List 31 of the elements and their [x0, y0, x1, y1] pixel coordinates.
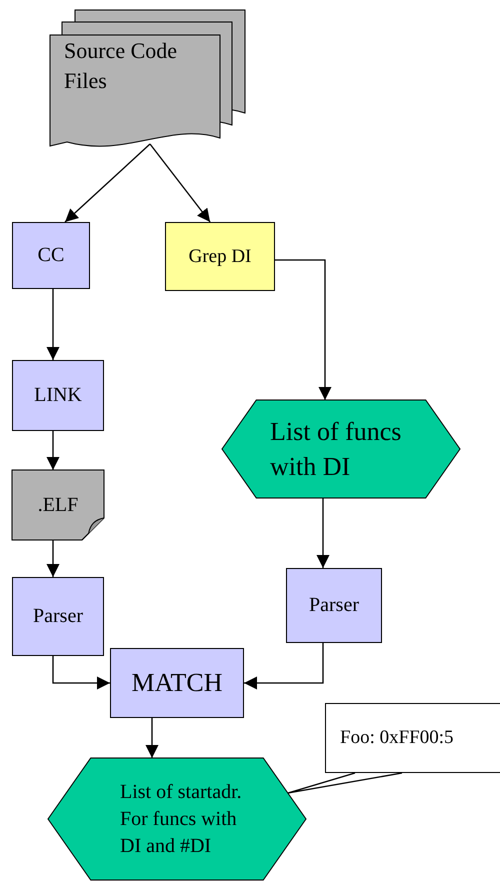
arrow — [149, 144, 211, 222]
arrow — [244, 643, 324, 690]
arrow — [46, 289, 60, 360]
process-box — [12, 360, 104, 431]
callout-box — [325, 703, 500, 773]
process-box — [110, 648, 244, 718]
node-label: MATCH — [131, 667, 222, 700]
arrow — [316, 498, 330, 568]
process-box — [286, 568, 382, 643]
node-label: Foo: 0xFF00:5 — [340, 726, 454, 750]
document-shape — [12, 470, 104, 540]
node-label: Source Code Files — [64, 37, 178, 95]
node-label: List of startadr. For funcs with DI and #DI — [120, 780, 243, 858]
arrow — [64, 144, 150, 222]
node-label: List of funcs with DI — [270, 416, 402, 483]
arrow — [275, 259, 332, 400]
node-label: CC — [38, 243, 64, 268]
process-box — [12, 222, 90, 289]
arrow — [146, 718, 158, 758]
node-label: LINK — [34, 383, 82, 408]
arrow — [46, 431, 60, 470]
node-label: Grep DI — [188, 244, 252, 269]
arrow — [52, 656, 110, 690]
process-box — [165, 222, 275, 291]
process-box — [12, 577, 104, 656]
data-hexagon — [222, 400, 460, 498]
node-label: Parser — [33, 604, 83, 629]
arrow — [46, 540, 60, 577]
data-hexagon — [48, 758, 306, 880]
node-label: Parser — [309, 593, 359, 618]
node-label: .ELF — [38, 492, 78, 518]
